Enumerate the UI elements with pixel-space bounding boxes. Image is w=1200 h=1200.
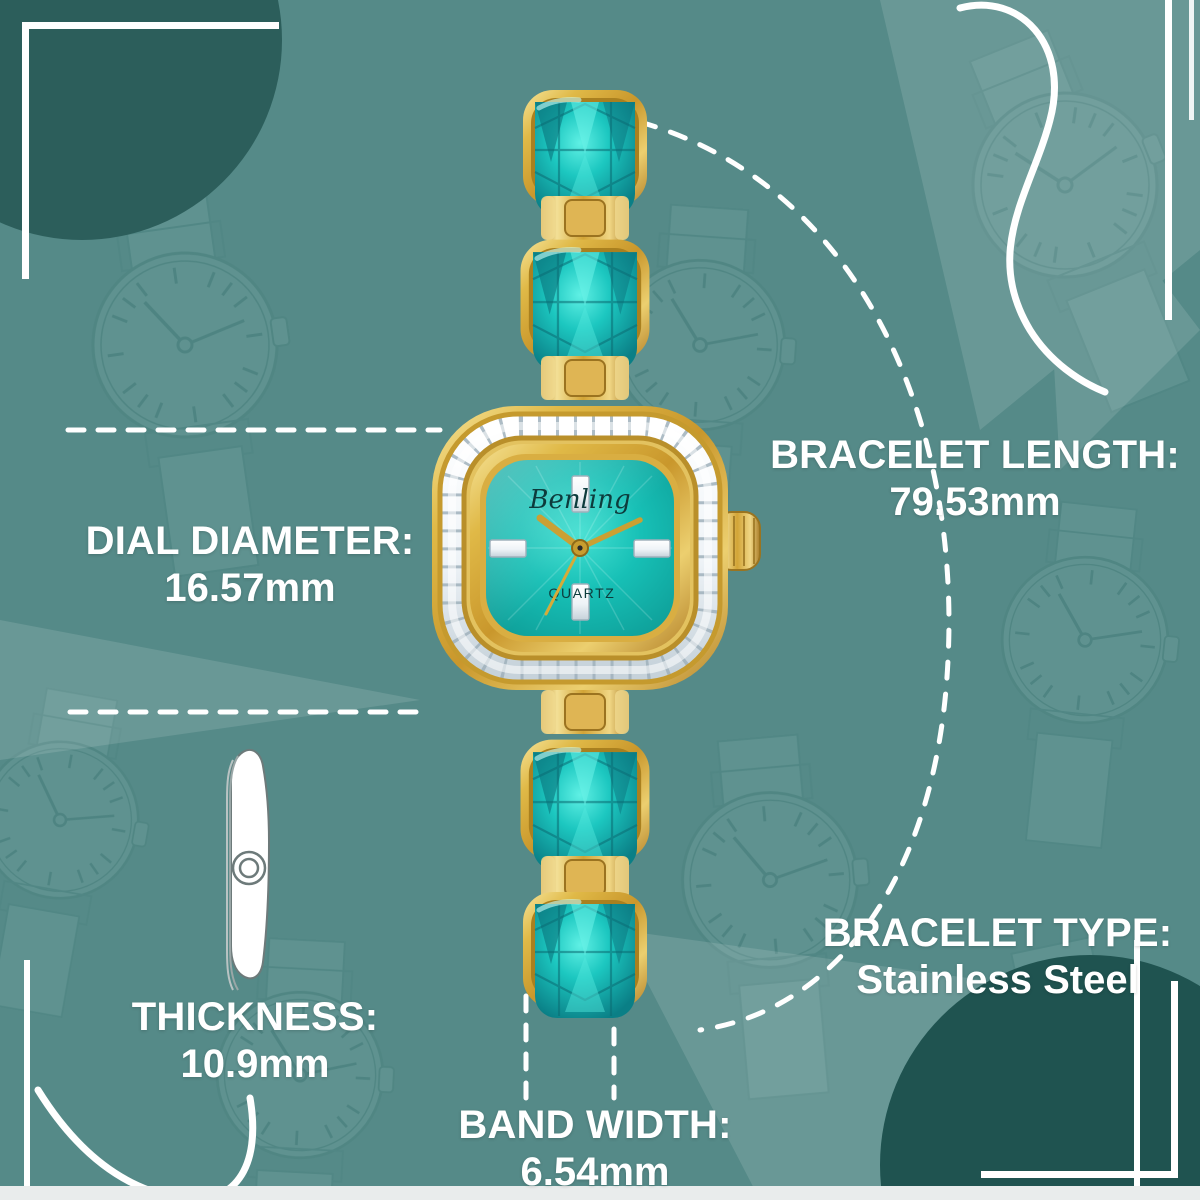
watch-side-profile-icon xyxy=(226,748,271,991)
spec-band-width-title: BAND WIDTH: xyxy=(458,1103,732,1147)
spec-dial-diameter-value: 16.57mm xyxy=(164,566,336,611)
vertical-line-bottom-left xyxy=(24,960,30,1200)
spec-bracelet-type: BRACELET TYPE: Stainless Steel xyxy=(805,911,1190,1003)
bracelet-upper xyxy=(521,90,650,401)
spec-thickness-value: 10.9mm xyxy=(180,1042,330,1087)
watch-case: Benling QUARTZ xyxy=(432,406,761,690)
spec-dial-diameter-title: DIAL DIAMETER: xyxy=(85,519,415,563)
spec-band-width-value: 6.54mm xyxy=(520,1150,670,1195)
spec-band-width: BAND WIDTH: 6.54mm xyxy=(430,1103,760,1195)
watch-dial: Benling QUARTZ xyxy=(486,460,674,636)
spec-bracelet-length: BRACELET LENGTH: 79.53mm xyxy=(760,433,1190,525)
spec-bracelet-length-title: BRACELET LENGTH: xyxy=(770,433,1180,477)
spec-thickness: THICKNESS: 10.9mm xyxy=(105,995,405,1087)
bezel-crystal-ring xyxy=(437,411,723,685)
dial-brand-text: Benling xyxy=(528,485,630,515)
spec-bracelet-type-value: Stainless Steel xyxy=(856,958,1139,1003)
hour-markers xyxy=(489,475,671,621)
vertical-line-bottom-right xyxy=(1134,940,1140,1200)
frame-line-top-left xyxy=(22,22,279,279)
dial-movement-text: QUARTZ xyxy=(549,585,616,601)
spec-dial-diameter: DIAL DIAMETER: 16.57mm xyxy=(40,519,460,611)
vertical-line-top-right xyxy=(1165,0,1172,320)
spec-bracelet-type-title: BRACELET TYPE: xyxy=(822,911,1173,955)
bottom-strip xyxy=(0,1186,1200,1200)
bracelet-lower xyxy=(521,689,650,1018)
frame-line-bottom-right xyxy=(981,981,1178,1178)
spec-bracelet-length-value: 79.53mm xyxy=(889,480,1061,525)
spec-thickness-title: THICKNESS: xyxy=(131,995,379,1039)
vertical-line-top-right-outer xyxy=(1189,0,1194,120)
watch-hands xyxy=(536,514,643,616)
